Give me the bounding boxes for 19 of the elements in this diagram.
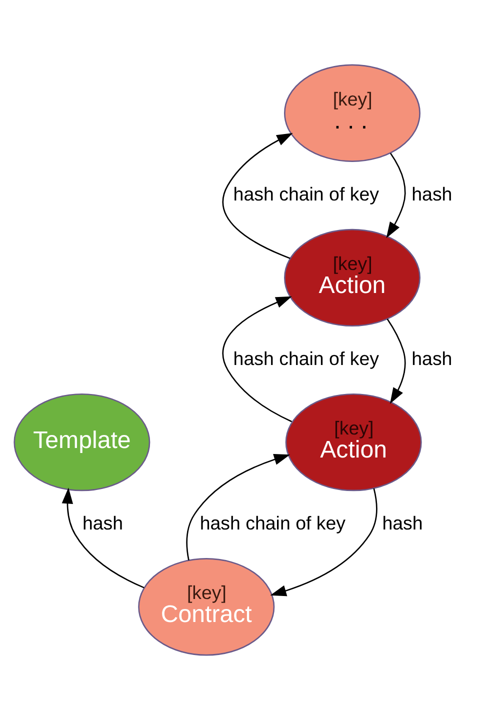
- node-ellipse: [key] Contract: [138, 558, 274, 656]
- arrow: [386, 318, 406, 404]
- node-ellipse: [key] Action: [284, 228, 420, 326]
- edge-label: hash chain of key: [232, 182, 378, 204]
- arrow: [61, 487, 144, 588]
- node-ellipse: Template: [13, 392, 150, 491]
- edge-label: hash chain of key: [199, 512, 346, 534]
- node-ellipse: [key] Action: [284, 392, 422, 491]
- edge-label: hash: [382, 512, 422, 534]
- arrow: [186, 453, 290, 560]
- arrow: [270, 488, 377, 596]
- edge-label: hash chain of key: [232, 347, 378, 368]
- edge-label: hash: [82, 512, 123, 534]
- arrow: [222, 132, 292, 258]
- arrow: [222, 296, 292, 422]
- arrow: [386, 152, 406, 238]
- edge-label: hash: [411, 347, 452, 368]
- edge-label: hash: [411, 182, 452, 204]
- node-ellipse: [key] . . .: [284, 64, 420, 162]
